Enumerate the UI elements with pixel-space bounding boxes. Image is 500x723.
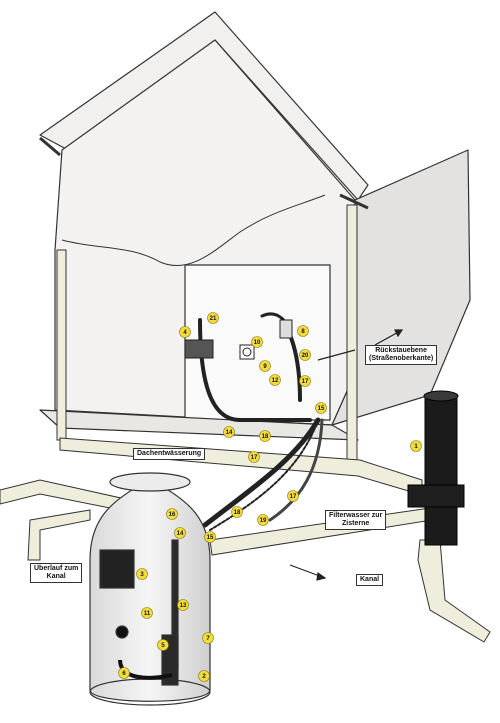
- marker-18: 18: [231, 506, 243, 518]
- marker-9-label: 9: [263, 364, 267, 370]
- marker-18-label: 18: [234, 510, 241, 516]
- marker-2-label: 2: [202, 674, 206, 680]
- marker-13-label: 13: [180, 603, 187, 609]
- valve-unit: [279, 319, 293, 339]
- marker-15: 15: [204, 531, 216, 543]
- canal-pipe: [417, 539, 491, 643]
- marker-15-label: 15: [318, 406, 325, 412]
- marker-20: 20: [299, 349, 311, 361]
- marker-3: 3: [136, 568, 148, 580]
- marker-10-label: 10: [254, 340, 261, 346]
- label-filterwasser-line2: Zisterne: [342, 520, 370, 527]
- marker-8-label: 8: [301, 329, 305, 335]
- pump-unit: [184, 339, 214, 359]
- marker-17: 17: [299, 375, 311, 387]
- label-dachentwaesserung: Dachentwässerung: [133, 448, 206, 460]
- marker-14-label: 14: [226, 430, 233, 436]
- marker-21: 21: [207, 312, 219, 324]
- marker-5: 5: [157, 639, 169, 651]
- label-ueberlauf-line1: Überlauf zum: [34, 565, 79, 572]
- marker-15-label: 15: [207, 535, 214, 541]
- overflow-trap: [99, 549, 135, 589]
- left-downpipe: [56, 249, 67, 441]
- right-downpipe: [346, 204, 358, 466]
- marker-15: 15: [315, 402, 327, 414]
- label-filterwasser: Filterwasser zur Zisterne: [325, 510, 387, 530]
- marker-17-label: 17: [302, 379, 309, 385]
- basement-equipment: [184, 319, 293, 360]
- marker-17: 17: [248, 451, 260, 463]
- control-box: [239, 344, 255, 360]
- marker-19: 19: [257, 514, 269, 526]
- marker-20-label: 20: [302, 353, 309, 359]
- marker-7-label: 7: [206, 636, 210, 642]
- marker-11: 11: [141, 607, 153, 619]
- label-ueberlauf: Überlauf zum Kanal: [30, 563, 83, 583]
- marker-6: 6: [118, 667, 130, 679]
- tank-lid: [109, 472, 191, 492]
- label-ueberlauf-line2: Kanal: [46, 573, 66, 580]
- label-kanal-text: Kanal: [360, 576, 380, 583]
- marker-17-label: 17: [290, 494, 297, 500]
- filter-water-pipe: [209, 507, 433, 556]
- numbered-markers: 4 21 8 10 9 20 12 17 15 14 18 17 1 17 16 18 19 14 15 3 11 13 7…: [118, 312, 422, 682]
- marker-2: 2: [198, 670, 210, 682]
- marker-14-label: 14: [177, 531, 184, 537]
- marker-3-label: 3: [140, 572, 144, 578]
- marker-1-label: 1: [414, 444, 418, 450]
- marker-7: 7: [202, 632, 214, 644]
- marker-21-label: 21: [210, 316, 217, 322]
- flow-arrows: [289, 329, 404, 581]
- label-filterwasser-line1: Filterwasser zur: [329, 512, 383, 519]
- marker-14: 14: [223, 426, 235, 438]
- label-rueckstauebene: Rückstauebene (Straßenoberkante): [365, 345, 438, 365]
- marker-18: 18: [259, 430, 271, 442]
- filter-column: [407, 390, 465, 546]
- marker-4-label: 4: [183, 330, 187, 336]
- marker-17: 17: [287, 490, 299, 502]
- marker-10: 10: [251, 336, 263, 348]
- marker-8: 8: [297, 325, 309, 337]
- house: [39, 11, 471, 441]
- overflow-pipe: [27, 509, 91, 561]
- marker-19-label: 19: [260, 518, 267, 524]
- marker-12: 12: [269, 374, 281, 386]
- marker-12-label: 12: [272, 378, 279, 384]
- marker-13: 13: [177, 599, 189, 611]
- marker-16-label: 16: [169, 512, 176, 518]
- marker-9: 9: [259, 360, 271, 372]
- marker-11-label: 11: [144, 611, 151, 617]
- marker-16: 16: [166, 508, 178, 520]
- marker-14: 14: [174, 527, 186, 539]
- wall-cutaway-edge: [61, 194, 326, 267]
- label-rueckstauebene-line2: (Straßenoberkante): [369, 355, 434, 362]
- marker-17-label: 17: [251, 455, 258, 461]
- marker-18-label: 18: [262, 434, 269, 440]
- marker-6-label: 6: [122, 671, 126, 677]
- marker-4: 4: [179, 326, 191, 338]
- marker-1: 1: [410, 440, 422, 452]
- label-kanal: Kanal: [356, 574, 384, 586]
- label-rueckstauebene-line1: Rückstauebene: [375, 347, 427, 354]
- label-dachentwaesserung-text: Dachentwässerung: [137, 450, 202, 457]
- marker-5-label: 5: [161, 643, 165, 649]
